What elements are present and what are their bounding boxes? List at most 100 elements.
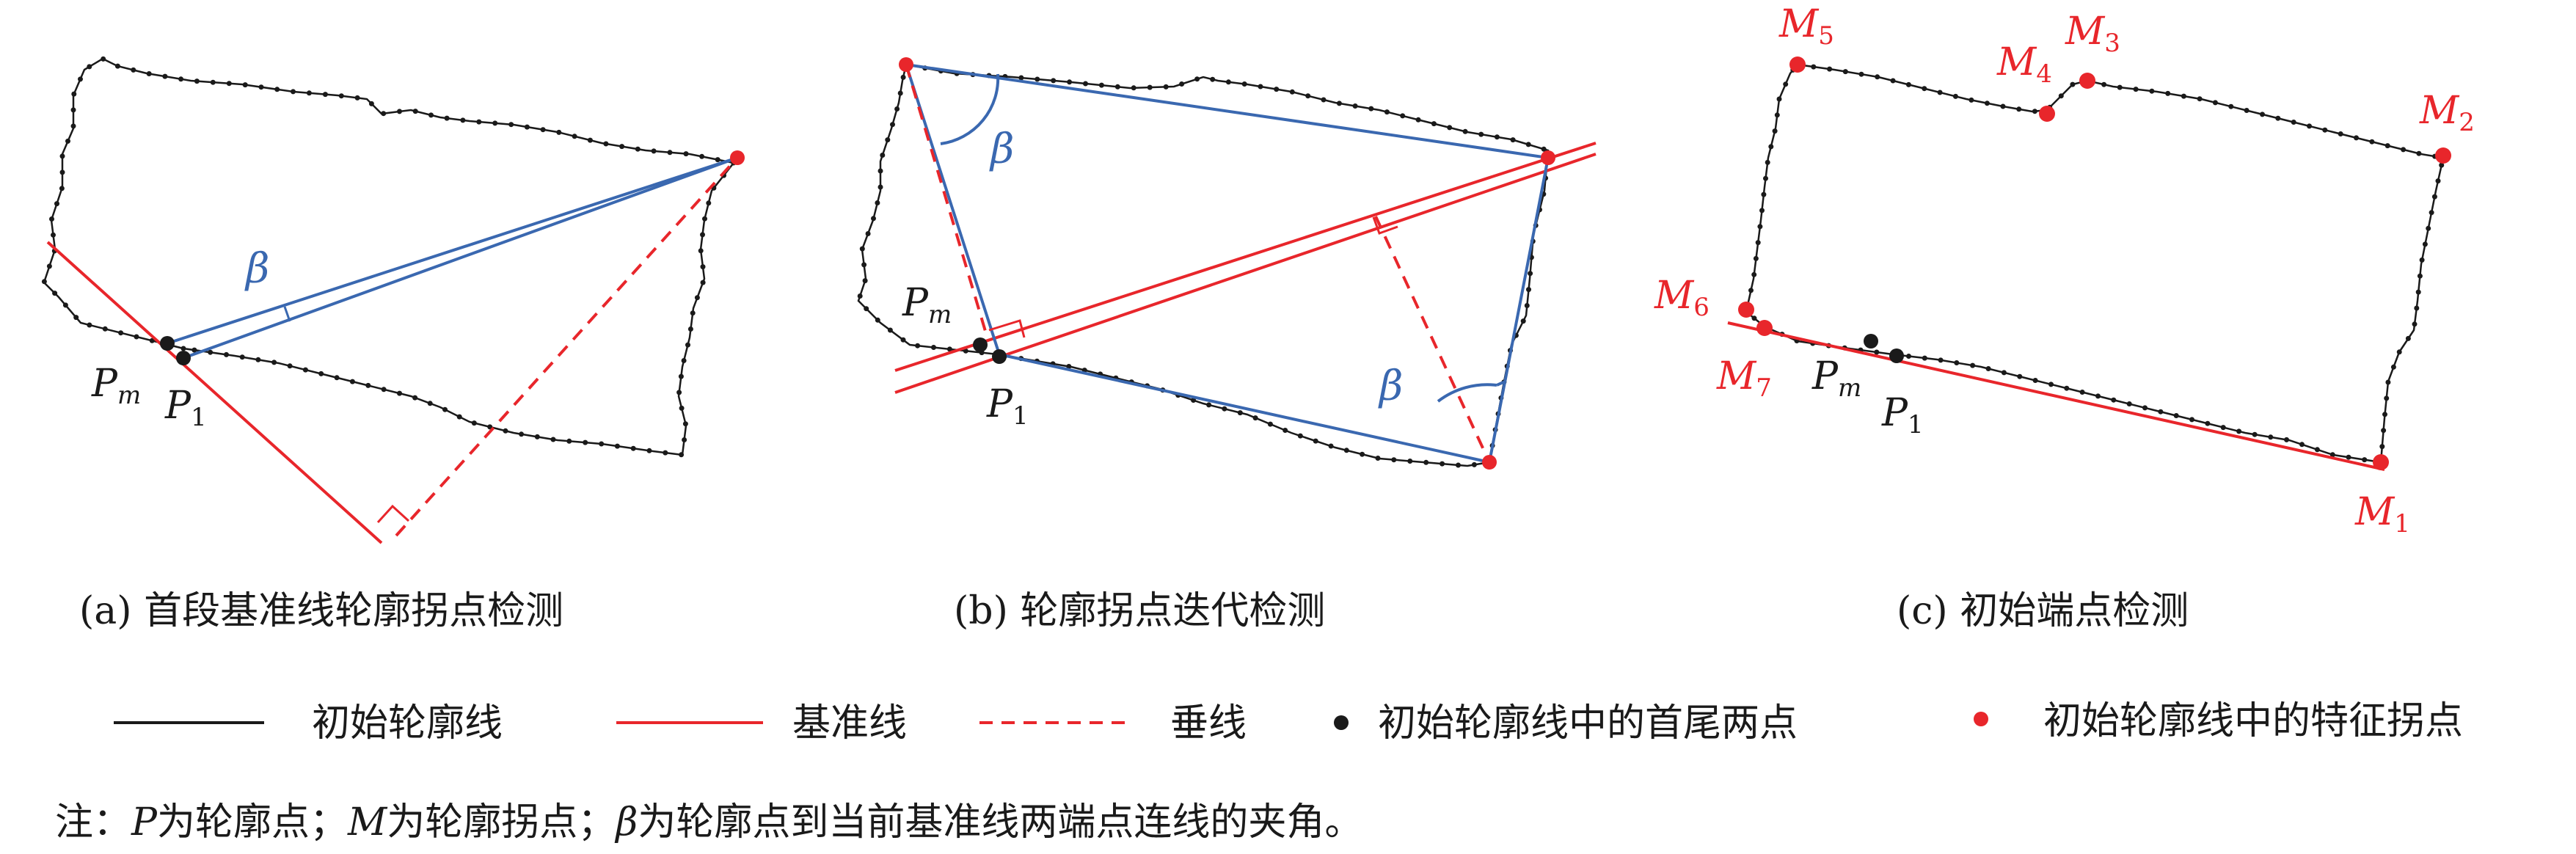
contour-vertex (1525, 142, 1531, 147)
panel-b-beta-top-label: β (989, 125, 1014, 173)
contour-vertex (291, 89, 296, 95)
contour-vertex (1313, 438, 1318, 444)
contour-vertex (682, 421, 688, 427)
contour-vertex (191, 347, 197, 353)
panel-c-m2-label: M2 (2419, 89, 2475, 137)
contour-vertex (2032, 109, 2037, 114)
contour-vertex (1282, 428, 1288, 433)
contour-vertex (683, 151, 689, 157)
contour-vertex (287, 363, 293, 369)
contour-vertex (1462, 128, 1468, 134)
legend-perpendicular-label: 垂线 (1170, 701, 1247, 745)
contour-vertex (2405, 335, 2411, 341)
contour-vertex (1147, 84, 1153, 90)
contour-vertex (1937, 90, 1943, 95)
panel-a-blue-line-p1 (183, 156, 738, 360)
contour-vertex (73, 315, 79, 321)
panel-c-m6-label: M6 (1654, 274, 1710, 322)
panel-b-feature-point-right (1541, 150, 1555, 165)
contour-vertex (900, 74, 906, 80)
contour-vertex (1321, 97, 1327, 103)
contour-vertex (2396, 349, 2402, 355)
panel-b-p1-label: P1 (986, 382, 1029, 431)
contour-vertex (2064, 385, 2070, 391)
panel-b-feature-point-bottom-right (1482, 455, 1497, 470)
panel-c-m2-point (2435, 147, 2451, 164)
contour-vertex (226, 81, 232, 87)
contour-vertex (412, 395, 418, 401)
contour-vertex (1494, 134, 1500, 140)
contour-vertex (894, 106, 900, 112)
panel-c-caption: (c) 初始端点检测 (1897, 589, 2189, 633)
contour-vertex (1210, 76, 1216, 82)
contour-vertex (2362, 457, 2368, 463)
contour-vertex (178, 76, 184, 82)
contour-vertex (1969, 97, 1974, 103)
contour-vertex (587, 137, 593, 143)
panel-a-caption: (a) 首段基准线轮廓拐点检测 (79, 589, 563, 633)
panel-b-caption: (b) 轮廓拐点迭代检测 (954, 589, 1325, 633)
contour-vertex (1985, 366, 1991, 371)
contour-vertex (667, 150, 673, 156)
contour-vertex (900, 337, 906, 343)
panel-a: β Pm P1 (a) 首段基准线轮廓拐点检测 (41, 56, 745, 633)
contour-vertex (322, 92, 328, 98)
panel-b-beta-arc-bottom-2 (1496, 380, 1506, 387)
contour-vertex (49, 216, 54, 222)
legend-baseline-label: 基准线 (792, 701, 907, 745)
panel-b-beta-bottom-label: β (1378, 362, 1403, 410)
contour-vertex (51, 232, 56, 238)
panel-b-right-angle-left (988, 319, 1026, 338)
contour-vertex (646, 448, 652, 453)
contour-vertex (583, 439, 588, 445)
contour-vertex (412, 109, 418, 114)
panel-c-m1-point (2373, 454, 2389, 470)
contour-vertex (59, 186, 65, 191)
contour-vertex (442, 406, 448, 412)
contour-vertex (102, 326, 108, 332)
contour-vertex (2117, 84, 2123, 90)
contour-vertex (524, 124, 530, 130)
contour-vertex (131, 67, 136, 73)
contour-vertex (456, 414, 462, 420)
contour-vertex (134, 334, 139, 340)
contour-vertex (508, 122, 514, 128)
contour-vertex (2307, 123, 2312, 129)
contour-vertex (687, 326, 693, 332)
contour-vertex (519, 431, 525, 437)
contour-vertex (1066, 364, 1072, 369)
panel-b-contour (857, 63, 1550, 467)
contour-vertex (306, 90, 312, 96)
contour-vertex (476, 119, 482, 125)
contour-vertex (471, 420, 477, 426)
contour-vertex (2439, 162, 2445, 168)
contour-vertex (715, 157, 720, 163)
contour-vertex (2016, 106, 2022, 112)
contour-vertex (682, 437, 687, 442)
contour-vertex (503, 428, 508, 434)
contour-vertex (118, 330, 124, 336)
contour-vertex (871, 216, 876, 222)
panel-a-feature-point (730, 150, 745, 165)
contour-vertex (2032, 378, 2038, 383)
contour-vertex (2181, 93, 2186, 99)
contour-vertex (1952, 93, 1958, 99)
contour-vertex (885, 137, 891, 143)
contour-vertex (78, 76, 83, 82)
panel-c-contour-points (1745, 62, 2445, 465)
contour-vertex (556, 129, 562, 135)
contour-vertex (702, 216, 707, 222)
contour-vertex (2354, 135, 2359, 141)
contour-vertex (1776, 96, 1782, 102)
legend-feature-points-label: 初始轮廓线中的特征拐点 (2043, 699, 2463, 743)
contour-vertex (2126, 401, 2132, 406)
panel-c-baseline (1727, 321, 2385, 471)
contour-vertex (2329, 452, 2335, 458)
contour-vertex (1297, 433, 1303, 439)
contour-vertex (194, 79, 200, 84)
contour-vertex (2070, 81, 2076, 87)
contour-vertex (2173, 413, 2179, 418)
contour-vertex (1938, 357, 1944, 363)
contour-vertex (1305, 93, 1311, 99)
contour-vertex (1225, 79, 1231, 85)
